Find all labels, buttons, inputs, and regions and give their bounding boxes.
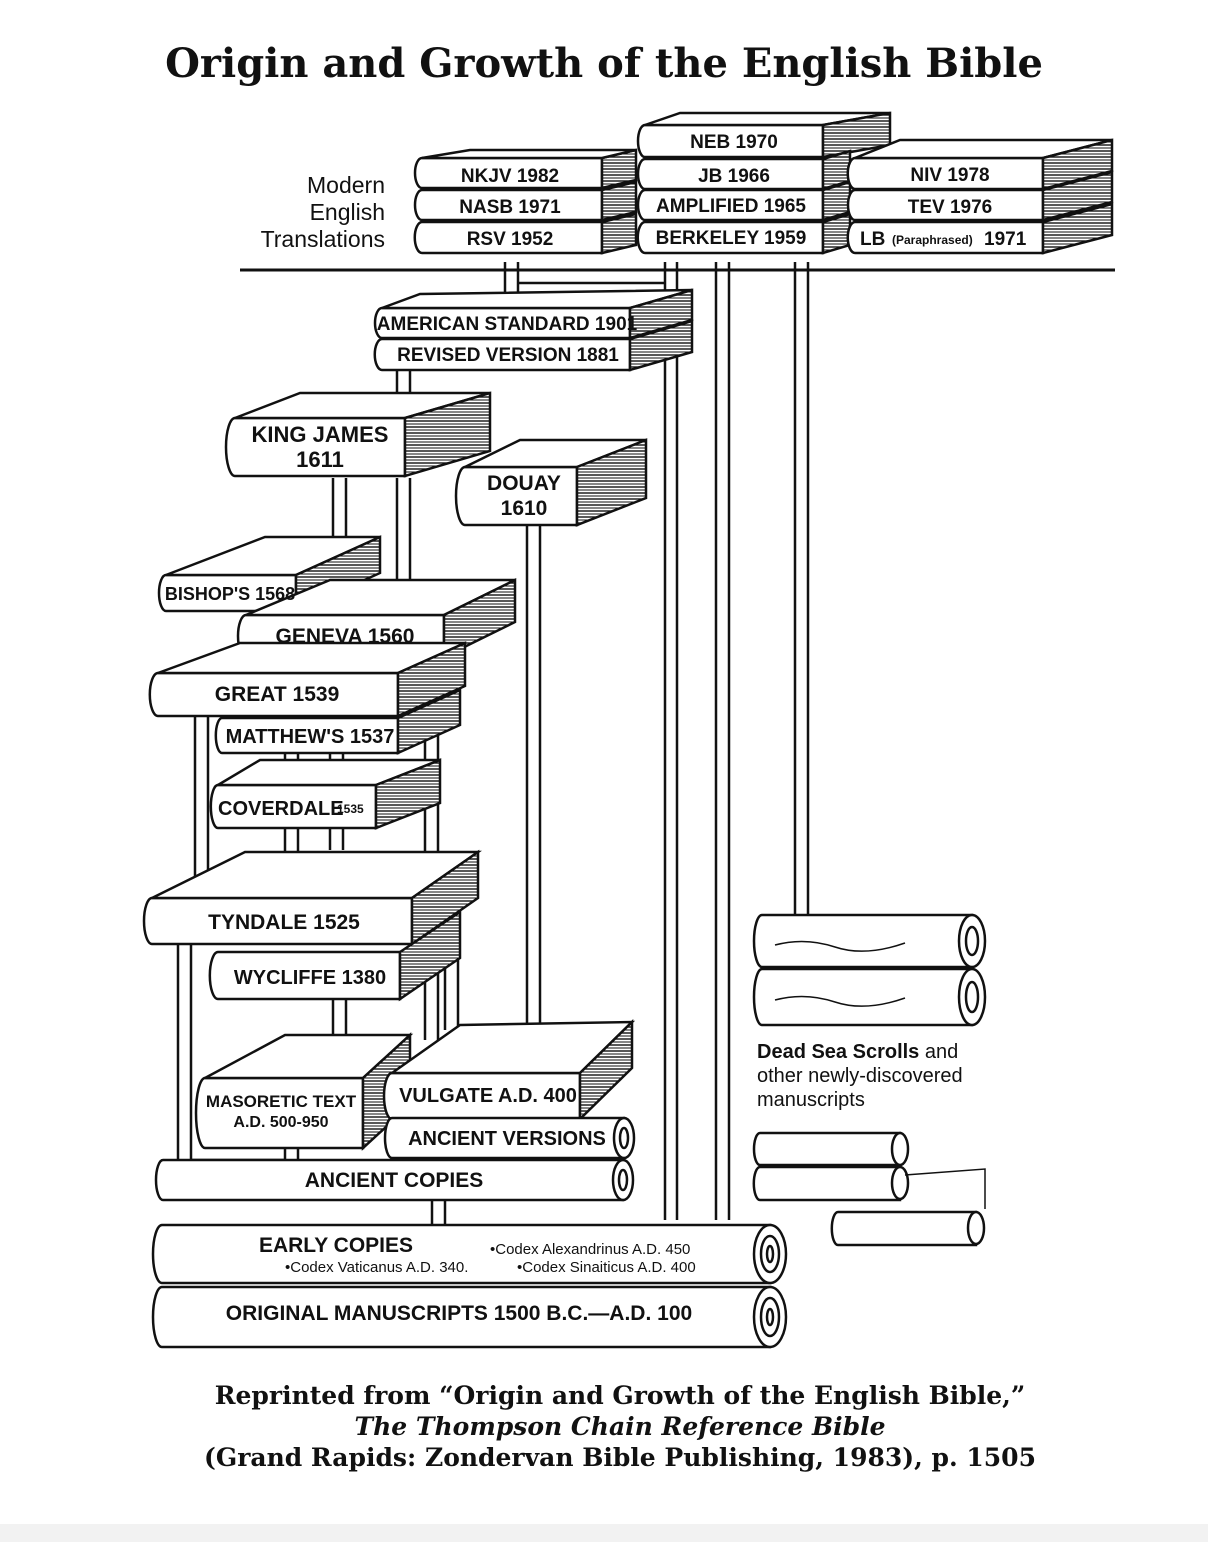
label-early-copies: EARLY COPIES — [259, 1234, 413, 1257]
label-coverdale-year: 1535 — [337, 802, 364, 816]
label-lb-main: LB — [860, 229, 885, 250]
label-rsv: RSV 1952 — [467, 229, 554, 250]
label-tev: TEV 1976 — [908, 197, 993, 218]
label-lb-note: (Paraphrased) — [892, 233, 973, 247]
diagram-title: Origin and Growth of the English Bible — [165, 40, 1043, 87]
label-king-james-year: 1611 — [296, 447, 344, 472]
book-nkjv — [413, 148, 638, 190]
label-bishops: BISHOP'S 1568 — [165, 584, 295, 604]
book-tyndale — [142, 849, 482, 947]
book-neb — [636, 111, 892, 159]
book-revised-version — [373, 319, 694, 372]
label-revised-version: REVISED VERSION 1881 — [397, 345, 619, 366]
label-vulgate: VULGATE A.D. 400 — [399, 1085, 577, 1107]
modern-label-line: Translations — [260, 226, 385, 252]
caption-line-3: (Grand Rapids: Zondervan Bible Publishin… — [204, 1443, 1036, 1472]
book-lb — [846, 202, 1114, 255]
label-wycliffe: WYCLIFFE 1380 — [234, 967, 386, 989]
label-matthews: MATTHEW'S 1537 — [226, 726, 395, 748]
book-berkeley — [636, 212, 852, 255]
book-matthews — [214, 688, 462, 755]
label-jb: JB 1966 — [698, 166, 770, 187]
scrolls-note-rest: and — [919, 1041, 959, 1063]
scrolls-note-line-2: other newly-discovered — [757, 1065, 963, 1087]
label-codex-sinaiticus: •Codex Sinaiticus A.D. 400 — [517, 1259, 696, 1276]
label-lb-year: 1971 — [984, 229, 1027, 250]
modern-label-line: Modern — [307, 172, 385, 198]
scroll-ancient-copies — [154, 1158, 635, 1202]
label-nkjv: NKJV 1982 — [461, 166, 559, 187]
label-american-standard: AMERICAN STANDARD 1901 — [377, 314, 638, 335]
book-vulgate — [382, 1019, 636, 1122]
label-geneva: GENEVA 1560 — [276, 625, 415, 648]
scroll-dead-sea-2 — [752, 967, 987, 1027]
caption-line-2: The Thompson Chain Reference Bible — [354, 1412, 886, 1441]
label-codex-alexandrinus: •Codex Alexandrinus A.D. 450 — [490, 1241, 690, 1258]
label-amplified: AMPLIFIED 1965 — [656, 196, 806, 217]
label-berkeley: BERKELEY 1959 — [656, 228, 807, 249]
label-masoretic-date: A.D. 500-950 — [233, 1114, 328, 1131]
label-codex-vaticanus: •Codex Vaticanus A.D. 340. — [285, 1259, 468, 1276]
label-nasb: NASB 1971 — [459, 197, 561, 218]
modern-translations-label: Modern English Translations — [235, 172, 385, 253]
label-tyndale: TYNDALE 1525 — [208, 911, 360, 934]
book-douay — [454, 438, 648, 527]
label-king-james: KING JAMES — [252, 422, 389, 447]
label-coverdale: COVERDALE — [218, 798, 344, 820]
scroll-early-copies — [151, 1223, 788, 1285]
scrolls-note-line-3: manuscripts — [757, 1089, 865, 1111]
label-douay-year: 1610 — [501, 497, 548, 520]
scroll-small-2 — [752, 1165, 910, 1202]
book-tev — [846, 170, 1114, 222]
book-coverdale — [209, 758, 442, 830]
book-wycliffe — [208, 909, 462, 1002]
label-neb: NEB 1970 — [690, 132, 778, 153]
book-jb — [636, 149, 852, 191]
label-niv: NIV 1978 — [910, 165, 989, 186]
book-amplified — [636, 180, 852, 222]
scroll-small-1 — [752, 1131, 910, 1167]
bottom-bar — [0, 1524, 1208, 1542]
scrolls-note-line-1: Dead Sea Scrolls and — [757, 1040, 1057, 1064]
book-rsv — [413, 212, 638, 255]
book-nasb — [413, 180, 638, 222]
scroll-dead-sea-1 — [752, 913, 987, 969]
source-caption: Reprinted from “Origin and Growth of the… — [0, 1380, 1208, 1473]
dead-sea-scrolls-note: Dead Sea Scrolls and other newly-discove… — [757, 1040, 1057, 1112]
book-niv — [846, 138, 1114, 191]
modern-label-line: English — [309, 199, 385, 225]
label-douay: DOUAY — [487, 472, 561, 495]
label-masoretic: MASORETIC TEXT — [206, 1092, 357, 1111]
scroll-original-manuscripts — [151, 1285, 788, 1349]
scroll-ancient-versions — [383, 1116, 636, 1160]
scroll-small-3 — [830, 1168, 986, 1247]
scrolls-note-bold: Dead Sea Scrolls — [757, 1041, 920, 1063]
label-great: GREAT 1539 — [215, 683, 340, 706]
caption-line-1: Reprinted from “Origin and Growth of the… — [214, 1381, 1026, 1410]
book-great — [148, 641, 467, 718]
label-ancient-versions: ANCIENT VERSIONS — [408, 1128, 606, 1150]
book-king-james — [224, 391, 492, 478]
label-lb: LB (Paraphrased) 1971 — [860, 229, 1027, 250]
label-ancient-copies: ANCIENT COPIES — [305, 1169, 484, 1192]
label-original-manuscripts: ORIGINAL MANUSCRIPTS 1500 B.C.—A.D. 100 — [226, 1302, 692, 1325]
